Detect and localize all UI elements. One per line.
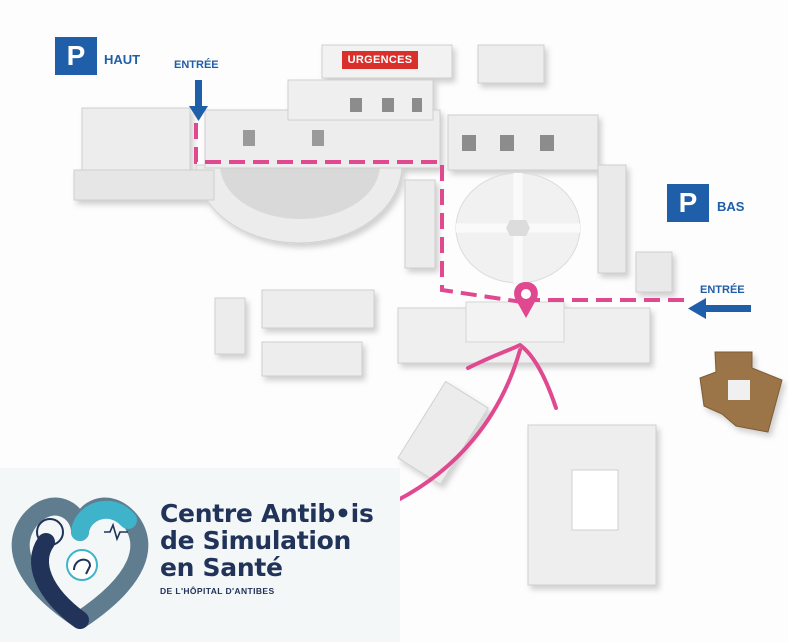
middle-buildings bbox=[214, 289, 657, 586]
main-hospital-buildings bbox=[73, 44, 673, 293]
window bbox=[500, 135, 514, 151]
courtyard-garden bbox=[455, 172, 581, 284]
parking-bas-icon: P bbox=[667, 184, 709, 222]
building-east-tower bbox=[597, 164, 627, 274]
parking-bas-label: BAS bbox=[717, 199, 745, 214]
pointer-arrow bbox=[396, 343, 558, 502]
building-west-low bbox=[73, 169, 215, 201]
building-west-small bbox=[214, 297, 246, 355]
building-north-small bbox=[477, 44, 545, 84]
building-diagonal bbox=[397, 380, 489, 486]
walking-route bbox=[194, 123, 684, 304]
building-mid-lower bbox=[261, 341, 363, 377]
building-central-link bbox=[404, 179, 436, 269]
arrow-left-icon bbox=[688, 298, 751, 319]
window bbox=[540, 135, 554, 151]
parking-haut-icon: P bbox=[55, 37, 97, 75]
window bbox=[382, 98, 394, 112]
map-pin-icon bbox=[514, 282, 538, 318]
building-west-wing bbox=[81, 107, 191, 171]
parking-haut-label: HAUT bbox=[104, 52, 141, 67]
entrance-top-label: ENTRÉE bbox=[174, 59, 219, 71]
route-from-haut bbox=[194, 123, 523, 304]
window bbox=[412, 98, 422, 112]
window bbox=[462, 135, 476, 151]
brown-building-courtyard bbox=[728, 380, 750, 400]
building-simulation-wing bbox=[465, 301, 565, 343]
entrance-right-label: ENTRÉE bbox=[700, 284, 745, 296]
brown-building bbox=[699, 351, 783, 433]
window bbox=[243, 130, 255, 146]
building-stair-east bbox=[635, 251, 673, 293]
courtyard-center bbox=[506, 220, 530, 236]
window bbox=[350, 98, 362, 112]
logo-title-line1: Centre Antib•is bbox=[160, 499, 374, 528]
window bbox=[312, 130, 324, 146]
building-mid-upper bbox=[261, 289, 375, 329]
logo-title-line3: en Santé bbox=[160, 553, 283, 582]
logo-title-line2: de Simulation bbox=[160, 526, 352, 555]
hemicycle-inner bbox=[220, 165, 380, 219]
urgences-sign-bg bbox=[342, 51, 418, 69]
arrow-down-icon bbox=[189, 80, 208, 121]
logo-subtitle: DE L'HÔPITAL D'ANTIBES bbox=[160, 586, 275, 596]
urgences-label: URGENCES bbox=[347, 54, 413, 66]
heart-loops-logo-icon bbox=[11, 497, 149, 629]
building-south-patio bbox=[571, 469, 619, 531]
